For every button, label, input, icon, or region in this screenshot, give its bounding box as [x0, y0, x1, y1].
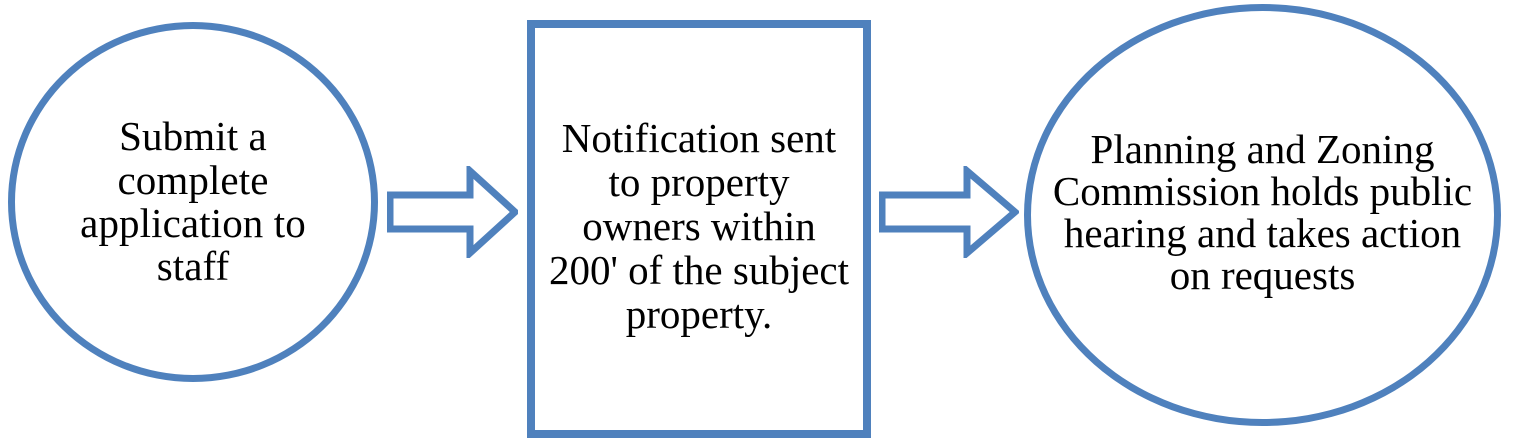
flow-node-submit-application[interactable]: Submit a complete application to staff [8, 22, 378, 382]
flow-node-planning-zoning-commission[interactable]: Planning and Zoning Commission holds pub… [1024, 4, 1501, 426]
connector-arrow-right-icon [879, 166, 1019, 258]
flow-node-label: Notification sent to property owners wit… [549, 115, 850, 337]
flow-node-label: Planning and Zoning Commission holds pub… [1052, 125, 1473, 299]
connector-arrow-right-icon [387, 166, 518, 258]
flow-node-notification-sent[interactable]: Notification sent to property owners wit… [527, 20, 871, 438]
flow-node-label: Submit a complete application to staff [80, 113, 306, 290]
